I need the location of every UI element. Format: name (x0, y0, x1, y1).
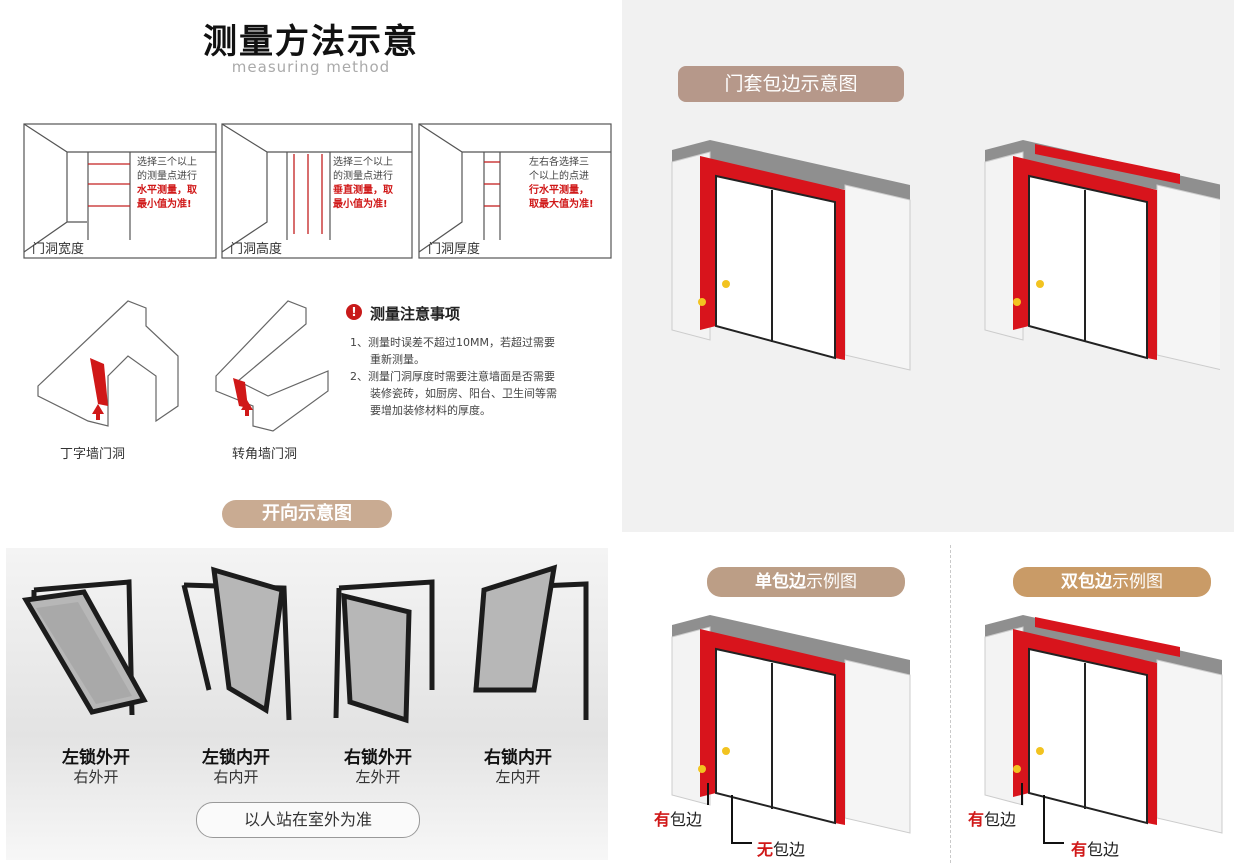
door-1-sub: 右外开 (73, 768, 119, 786)
double-has-edging-label-2: 有包边 (1071, 840, 1120, 859)
depth-label: 门洞厚度 (428, 242, 481, 257)
door-3-name: 右锁外开 (344, 748, 412, 768)
depth-note: 左右各选择三 个以上的点进 行水平测量， 取最大值为准! (529, 157, 594, 210)
notes-title: 测量注意事项 (370, 305, 461, 323)
door-2-name: 左锁内开 (202, 748, 270, 768)
height-note: 选择三个以上 的测量点进行 垂直测量，取 最小值为准! (333, 157, 393, 210)
page-title: 测量方法示意 (203, 22, 419, 62)
measurement-diagrams (23, 123, 612, 259)
frame-edging-illustrations (671, 140, 1220, 371)
height-label: 门洞高度 (230, 242, 283, 257)
wall-type-drawings (37, 300, 329, 432)
door-left-lock-in (181, 566, 292, 721)
single-edging-example (671, 615, 911, 844)
door-right-lock-in (473, 564, 589, 720)
t-wall-label: 丁字墙门洞 (60, 447, 126, 462)
single-has-edging-label: 有包边 (654, 810, 703, 829)
depth-diagram-box (418, 123, 612, 259)
width-note: 选择三个以上 的测量点进行 水平测量，取 最小值为准! (137, 157, 197, 210)
double-has-edging-label-1: 有包边 (968, 810, 1017, 829)
double-edging-example (984, 615, 1223, 844)
door-left-lock-out (21, 579, 148, 716)
single-edging-title: 单包边示例图 (707, 567, 905, 597)
door-right-lock-out (333, 579, 435, 724)
width-label: 门洞宽度 (32, 242, 85, 257)
corner-wall-label: 转角墙门洞 (232, 447, 298, 462)
page-subtitle: measuring method (231, 58, 391, 76)
width-diagram-box (23, 123, 217, 259)
single-no-edging-label: 无包边 (757, 840, 806, 859)
frame-edging-title: 门套包边示意图 (678, 66, 904, 102)
door-1-name: 左锁外开 (62, 748, 130, 768)
door-4-name: 右锁内开 (484, 748, 552, 768)
door-3-sub: 左外开 (355, 768, 401, 786)
section-divider (950, 545, 951, 863)
door-2-sub: 右内开 (213, 768, 259, 786)
door-4-sub: 左内开 (495, 768, 541, 786)
opening-direction-title: 开向示意图 (222, 500, 392, 528)
warning-icon: ! (346, 304, 362, 320)
notes-body: 1、测量时误差不超过10MM，若超过需要 重新测量。 2、测量门洞厚度时需要注意… (350, 336, 557, 417)
door-opening-illustrations (21, 564, 589, 724)
single-edging-door (671, 140, 911, 371)
reference-note-button: 以人站在室外为准 (196, 802, 420, 838)
double-edging-door (984, 140, 1220, 371)
double-edging-title: 双包边示例图 (1013, 567, 1211, 597)
edging-example-illustrations (671, 615, 1223, 844)
height-diagram-box (221, 123, 413, 259)
